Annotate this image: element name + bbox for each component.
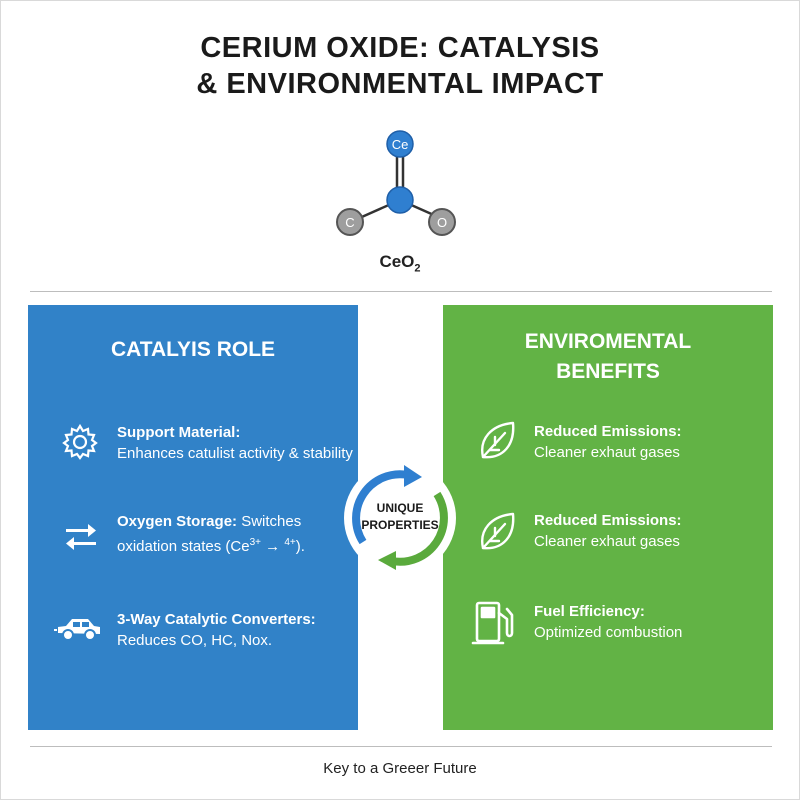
- left-atom-label: C: [345, 215, 354, 230]
- fuel-efficiency-item: Fuel Efficiency: Optimized combustion: [534, 601, 764, 643]
- formula-base: CeO: [379, 252, 415, 271]
- reduced-emissions-heading-2: Reduced Emissions:: [534, 512, 682, 529]
- environmental-panel-title: ENVIROMENTAL BENEFITS: [443, 327, 773, 387]
- car-icon: [54, 619, 100, 641]
- leaf-icon: [481, 421, 515, 459]
- support-material-text: Enhances catulist activity & stability: [117, 445, 353, 462]
- oxygen-storage-item: Oxygen Storage: Switches oxidation state…: [117, 511, 357, 557]
- unique-properties-label: UNIQUE PROPERTIES: [352, 500, 448, 534]
- cycle-arc-green: [391, 491, 448, 566]
- environmental-panel: ENVIROMENTAL BENEFITS Reduced Emissions:…: [443, 305, 773, 730]
- cycle-arrows-icon: [344, 462, 456, 574]
- fuel-efficiency-heading: Fuel Efficiency:: [534, 603, 645, 620]
- unique-properties-line-1: UNIQUE: [376, 501, 424, 515]
- title-line-2: & ENVIRONMENTAL IMPACT: [196, 68, 604, 100]
- cycle-arrowhead-blue: [404, 465, 422, 487]
- top-divider: [30, 291, 772, 292]
- environmental-title-line-2: BENEFITS: [556, 360, 660, 383]
- support-material-item: Support Material: Enhances catulist acti…: [117, 422, 357, 464]
- reduced-emissions-item-1: Reduced Emissions: Cleaner exhaut gases: [534, 421, 764, 463]
- formula-subscript: 2: [414, 262, 421, 275]
- catalysis-panel-title: CATALYIS ROLE: [110, 338, 276, 361]
- reduced-emissions-heading-1: Reduced Emissions:: [534, 423, 682, 440]
- environmental-title-line-1: ENVIROMENTAL: [524, 330, 692, 353]
- reduced-emissions-item-2: Reduced Emissions: Cleaner exhaut gases: [534, 510, 764, 552]
- oxidation-states-text: oxidation states (Ce3+ → 4+).: [117, 532, 357, 557]
- molecule-diagram: Ce C O: [336, 130, 456, 236]
- leaf-icon: [481, 512, 515, 550]
- left-atom: [336, 208, 364, 236]
- oxidation-text-a: oxidation states (Ce: [117, 538, 250, 555]
- swap-arrows-icon: [66, 524, 96, 550]
- gear-icon: [62, 423, 98, 460]
- catalysis-panel: CATALYIS ROLE Support Material: Enhances…: [28, 305, 358, 730]
- fuel-efficiency-text: Optimized combustion: [534, 624, 683, 641]
- catalytic-converters-heading: 3-Way Catalytic Converters:: [117, 611, 316, 628]
- bottom-divider: [30, 746, 772, 747]
- reduced-emissions-text-2: Cleaner exhaut gases: [534, 533, 680, 550]
- oxidation-sup-b: 4+: [284, 537, 296, 548]
- cycle-arrowhead-green: [378, 551, 396, 570]
- fuel-pump-icon: [471, 601, 514, 645]
- top-atom-label: Ce: [392, 137, 409, 152]
- reduced-emissions-text-1: Cleaner exhaut gases: [534, 444, 680, 461]
- right-atom: [428, 208, 456, 236]
- page-title: CERIUM OXIDE: CATALYSIS & ENVIRONMENTAL …: [0, 30, 800, 102]
- unique-properties-line-2: PROPERTIES: [361, 518, 439, 532]
- cycle-arc-blue: [352, 470, 409, 545]
- catalytic-converters-item: 3-Way Catalytic Converters: Reduces CO, …: [117, 609, 357, 651]
- oxygen-storage-text: Switches: [237, 513, 302, 530]
- right-atom-label: O: [437, 215, 447, 230]
- footer-tagline: Key to a Greeer Future: [323, 760, 477, 777]
- top-atom: [386, 130, 414, 158]
- oxidation-text-c: ).: [295, 538, 305, 555]
- title-line-1: CERIUM OXIDE: CATALYSIS: [200, 32, 600, 64]
- molecule-formula: CeO2: [0, 252, 800, 274]
- oxygen-storage-heading: Oxygen Storage:: [117, 513, 238, 530]
- oxidation-sup-a: 3+: [249, 537, 261, 548]
- cycle-backdrop: [344, 462, 456, 574]
- support-material-heading: Support Material:: [117, 424, 241, 441]
- oxidation-arrow: →: [260, 538, 285, 555]
- center-atom: [386, 186, 414, 214]
- catalytic-converters-text: Reduces CO, HC, Nox.: [117, 632, 273, 649]
